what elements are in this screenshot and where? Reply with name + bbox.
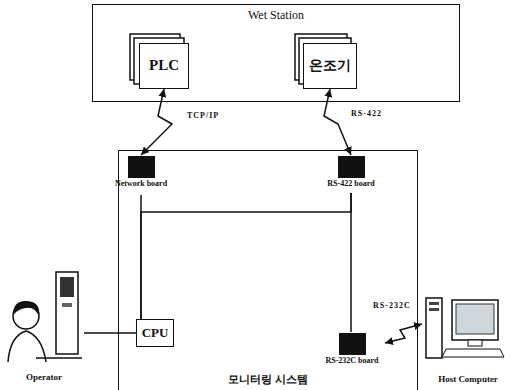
- node-label: Host Computer: [438, 374, 498, 384]
- link-label: TCP/IP: [186, 111, 220, 121]
- board-chip: [339, 333, 366, 355]
- board-chip: [338, 156, 365, 178]
- node-label: 모니터링 시스템: [228, 373, 308, 386]
- board-module: RS-232C board: [319, 332, 385, 372]
- desk-line: [36, 357, 82, 359]
- node-label: CPU: [142, 326, 169, 341]
- link-line: [141, 89, 172, 155]
- operator-hair: [13, 301, 39, 316]
- link-line: [385, 324, 422, 343]
- link-line: [324, 89, 351, 155]
- host-node: Host Computer: [422, 294, 514, 386]
- link-label: RS-422: [350, 109, 383, 119]
- plc-box: PLC: [139, 43, 189, 89]
- operator-node: Operator: [4, 266, 84, 384]
- monitor-stand: [468, 340, 482, 346]
- pc-drive: [60, 277, 74, 297]
- pc-slot: [62, 303, 72, 307]
- node-label: PLC: [149, 57, 179, 74]
- node-label: RS-232C board: [325, 356, 378, 365]
- pc-slot: [429, 308, 439, 311]
- monitor-frame: 모니터링 시스템 Network board RS-422 boardRS-232C…: [118, 150, 418, 390]
- monitor-screen: [456, 304, 494, 334]
- node-label: Wet Station: [248, 9, 304, 23]
- node-label: 온조기: [309, 58, 351, 74]
- operator-figure: [8, 272, 82, 362]
- board-module: RS-422 board: [323, 155, 379, 193]
- node-label: Network board: [115, 179, 167, 188]
- keyboard: [442, 349, 504, 357]
- host-figure: [426, 298, 504, 358]
- link-line: [84, 332, 136, 334]
- node-label: RS-422 board: [327, 179, 374, 188]
- link-line: [350, 193, 352, 332]
- controller-box: 온조기: [303, 43, 357, 89]
- pc-tower: [426, 298, 442, 358]
- station-frame: Wet StationPLC 온조기: [92, 4, 460, 102]
- monitor-case: [452, 300, 498, 340]
- link-label: RS-232C: [372, 301, 412, 311]
- pc-tower: [56, 272, 78, 354]
- board-module: Network board: [112, 155, 171, 195]
- board-chip: [128, 156, 155, 178]
- node-label: Operator: [26, 372, 62, 382]
- link-line: [141, 193, 351, 319]
- cpu-box: CPU: [136, 319, 174, 347]
- pc-slot: [429, 302, 439, 305]
